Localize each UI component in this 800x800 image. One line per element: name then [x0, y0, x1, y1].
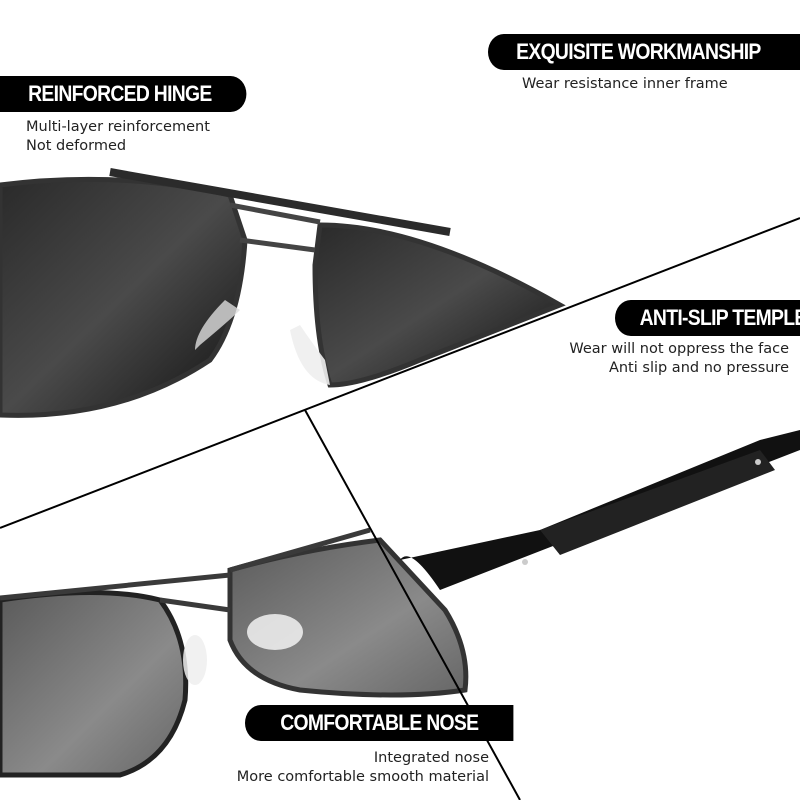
feature-badge-anti-slip-temple: ANTI-SLIP TEMPLE [615, 300, 800, 336]
caption-line: Wear resistance inner frame [522, 76, 728, 92]
bottom-left-glasses [0, 527, 469, 778]
caption-line: Multi-layer reinforcement [26, 119, 210, 135]
caption-line: Integrated nose [373, 750, 489, 766]
feature-badge-comfortable-nose: COMFORTABLE NOSE [245, 705, 514, 741]
top-lenses-closeup [0, 168, 566, 418]
feature-caption-comfortable-nose: Integrated nose More comfortable smooth … [237, 749, 489, 787]
caption-line: Anti slip and no pressure [608, 360, 789, 376]
temple-arm [400, 430, 800, 590]
feature-caption-exquisite-workmanship: Wear resistance inner frame [522, 75, 728, 94]
feature-caption-reinforced-hinge: Multi-layer reinforcement Not deformed [26, 118, 210, 156]
caption-line: More comfortable smooth material [236, 769, 489, 785]
caption-line: Wear will not oppress the face [569, 341, 789, 357]
nose-pad [247, 614, 303, 650]
nose-pad-right [290, 325, 330, 385]
nose-pad-left [195, 300, 240, 350]
divider-line-1 [0, 217, 800, 529]
feature-badge-exquisite-workmanship: EXQUISITE WORKMANSHIP [488, 34, 800, 70]
caption-line: Not deformed [26, 138, 127, 154]
feature-caption-anti-slip-temple: Wear will not oppress the face Anti slip… [569, 340, 789, 378]
feature-badge-reinforced-hinge: REINFORCED HINGE [0, 76, 247, 112]
